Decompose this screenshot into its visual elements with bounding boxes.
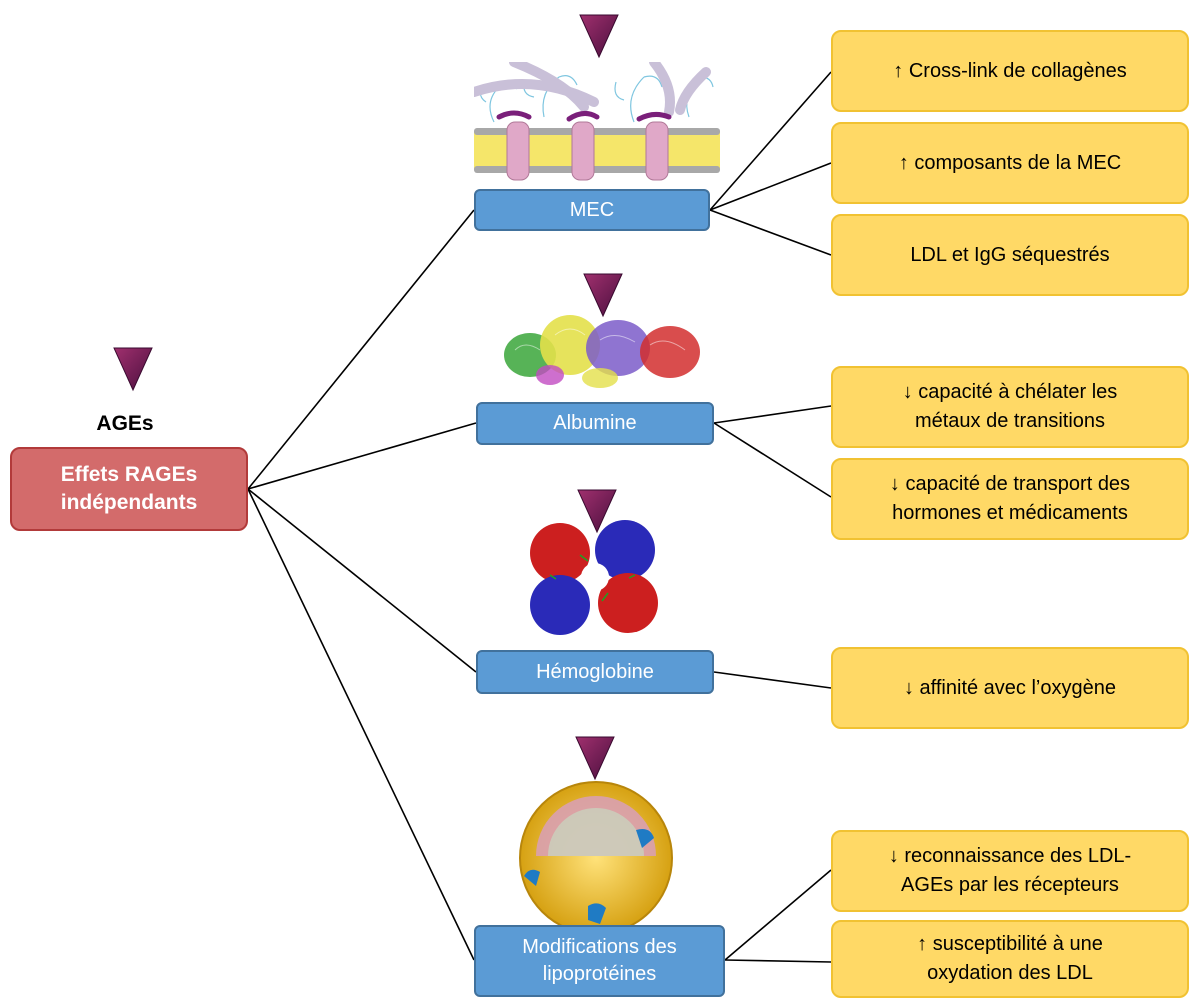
node-hemoglobine: Hémoglobine — [476, 650, 714, 694]
effect-text-line: hormones et médicaments — [892, 502, 1128, 524]
ages-marker-icon — [577, 489, 617, 534]
node-label-line: lipoprotéines — [542, 963, 657, 985]
ages-marker-icon — [579, 14, 619, 59]
ages-marker-icon — [113, 347, 153, 392]
node-modifications-lipoproteines: Modifications des lipoprotéines — [474, 925, 725, 997]
effect-collagen-cross-link: ↑ Cross-link de collagènes — [831, 30, 1189, 112]
ages-marker-icon — [583, 273, 623, 318]
effect-text-line: ↑ susceptibilité à une — [917, 933, 1103, 955]
node-label-line: Modifications des — [522, 936, 677, 958]
node-mec: MEC — [474, 189, 710, 231]
root-label-line: Effets RAGEs — [60, 463, 198, 486]
root-label-line: indépendants — [60, 491, 198, 514]
effect-ldl-igg-sequestered: LDL et IgG séquestrés — [831, 214, 1189, 296]
effect-text-line: oxydation des LDL — [927, 962, 1093, 984]
effect-text-line: ↓ reconnaissance des LDL- — [888, 845, 1132, 867]
ages-title: AGEs — [96, 412, 154, 435]
effect-text-line: ↓ capacité à chélater les — [902, 381, 1118, 403]
effect-transport-capacity: ↓ capacité de transport des hormones et … — [831, 458, 1189, 540]
effect-ldl-oxidation: ↑ susceptibilité à une oxydation des LDL — [831, 920, 1189, 998]
lipoprotein-illustration — [519, 781, 673, 935]
root-node-rage-independent-effects: Effets RAGEs indépendants — [10, 447, 248, 531]
effect-mec-components: ↑ composants de la MEC — [831, 122, 1189, 204]
hemoglobin-protein-illustration — [530, 520, 658, 635]
effect-text-line: AGEs par les récepteurs — [901, 874, 1119, 896]
effect-text-line: ↓ capacité de transport des — [889, 473, 1131, 495]
node-albumine: Albumine — [476, 402, 714, 445]
ages-marker-icon — [575, 736, 615, 781]
effect-chelation-capacity: ↓ capacité à chélater les métaux de tran… — [831, 366, 1189, 448]
effect-text-line: métaux de transitions — [914, 410, 1106, 432]
effect-receptor-recognition: ↓ reconnaissance des LDL- AGEs par les r… — [831, 830, 1189, 912]
albumin-protein-illustration — [504, 315, 700, 388]
extracellular-matrix-illustration — [474, 62, 720, 181]
effect-oxygen-affinity: ↓ affinité avec l’oxygène — [831, 647, 1189, 729]
